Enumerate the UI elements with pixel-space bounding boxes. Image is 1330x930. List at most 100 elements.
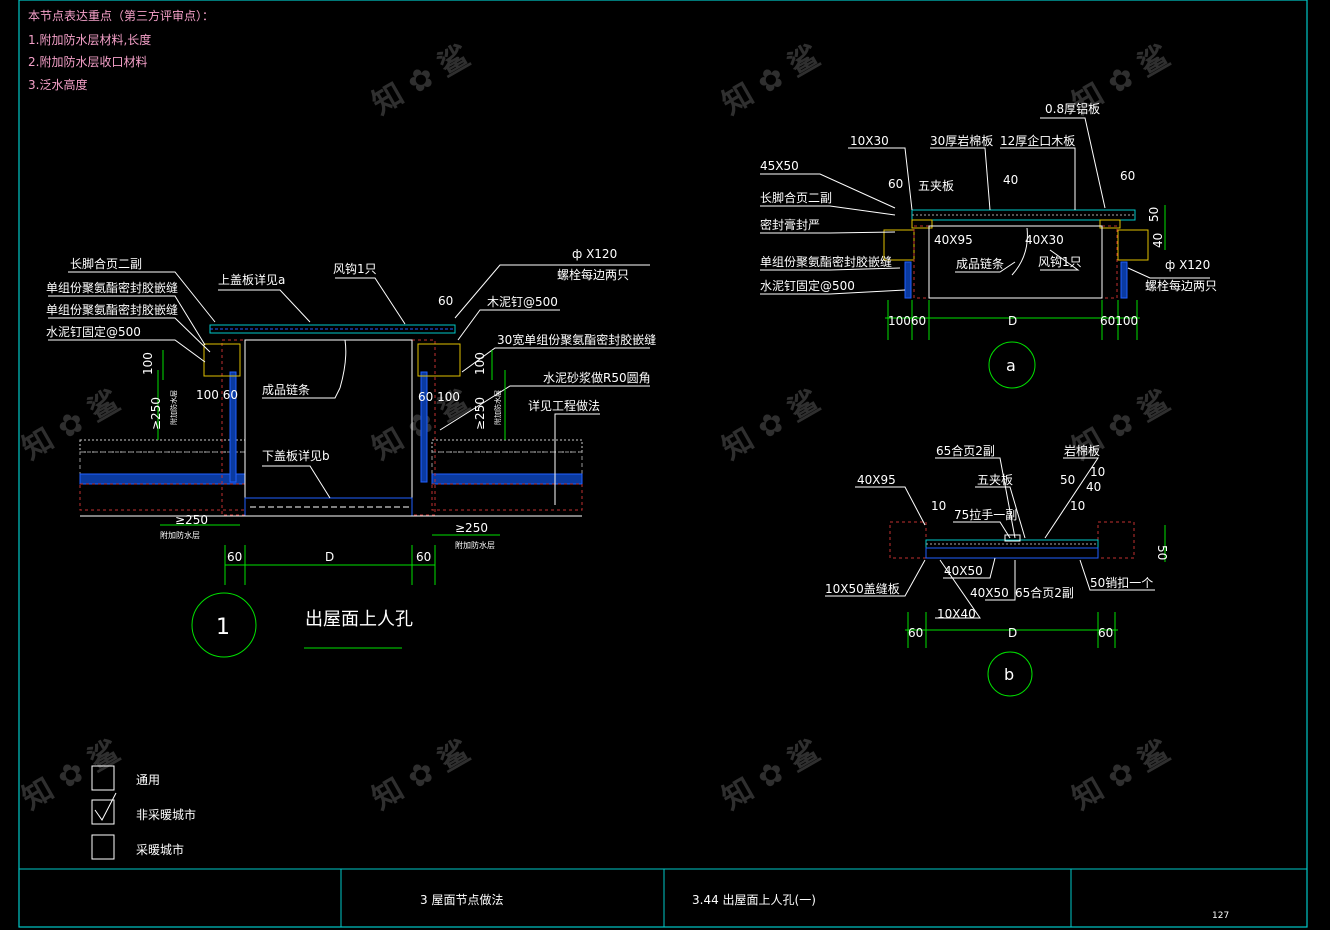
legend-checkbox-heating xyxy=(91,834,115,860)
svg-text:知 ✿ 鲨: 知 ✿ 鲨 xyxy=(17,384,126,467)
svg-text:≥250: ≥250 xyxy=(149,397,163,430)
svg-text:上盖板详见a: 上盖板详见a xyxy=(218,272,285,287)
svg-text:40: 40 xyxy=(1151,233,1165,248)
svg-text:50: 50 xyxy=(1155,545,1169,560)
svg-text:知 ✿ 鲨: 知 ✿ 鲨 xyxy=(1067,734,1176,817)
svg-text:附加防水层: 附加防水层 xyxy=(493,390,502,425)
svg-text:65合页2副: 65合页2副 xyxy=(936,443,995,458)
detail-b-circle: b xyxy=(1004,665,1014,684)
drawing-title: 3.44 出屋面上人孔(一) xyxy=(692,893,816,907)
detail-1-number: 1 xyxy=(216,615,230,640)
svg-text:ф X120: ф X120 xyxy=(1165,258,1210,272)
svg-text:50销扣一个: 50销扣一个 xyxy=(1090,576,1153,590)
svg-text:40X50: 40X50 xyxy=(944,564,983,578)
notes-item-3: 3.泛水高度 xyxy=(28,77,87,92)
svg-text:成品链条: 成品链条 xyxy=(956,256,1004,271)
svg-text:100: 100 xyxy=(473,352,487,375)
svg-text:木泥钉@500: 木泥钉@500 xyxy=(487,295,558,309)
legend-label-nonheating: 非采暖城市 xyxy=(136,807,196,822)
svg-text:60: 60 xyxy=(438,294,453,308)
detail-1-section xyxy=(48,264,650,658)
svg-text:岩棉板: 岩棉板 xyxy=(1064,443,1100,458)
svg-text:下盖板详见b: 下盖板详见b xyxy=(262,448,330,463)
svg-text:D: D xyxy=(325,550,334,564)
legend-label-heating: 采暖城市 xyxy=(136,842,184,857)
svg-text:单组份聚氨酯密封胶嵌缝: 单组份聚氨酯密封胶嵌缝 xyxy=(46,280,178,295)
legend: 通用 非采暖城市 采暖城市 xyxy=(91,765,196,860)
svg-text:10: 10 xyxy=(931,499,946,513)
svg-text:长脚合页二副: 长脚合页二副 xyxy=(760,190,832,205)
svg-text:单组份聚氨酯密封胶嵌缝: 单组份聚氨酯密封胶嵌缝 xyxy=(760,254,892,269)
svg-text:12厚企口木板: 12厚企口木板 xyxy=(1000,133,1075,148)
svg-text:65合页2副: 65合页2副 xyxy=(1015,585,1074,600)
detail-b-labels: 65合页2副 岩棉板 40X95 五夹板 50 10 40 10 10 75拉手… xyxy=(825,443,1169,684)
svg-text:40X95: 40X95 xyxy=(934,233,973,247)
detail-1-title: 出屋面上人孔 xyxy=(305,609,413,630)
svg-text:60: 60 xyxy=(888,177,903,191)
svg-text:≥250: ≥250 xyxy=(455,521,488,535)
svg-text:五夹板: 五夹板 xyxy=(977,473,1013,487)
svg-text:密封膏封严: 密封膏封严 xyxy=(760,217,820,232)
svg-text:D: D xyxy=(1008,314,1017,328)
svg-text:附加防水层: 附加防水层 xyxy=(160,530,200,540)
svg-text:60: 60 xyxy=(227,550,242,564)
svg-text:知 ✿ 鲨: 知 ✿ 鲨 xyxy=(367,734,476,817)
checkmark-icon xyxy=(94,792,117,821)
svg-text:10060: 10060 xyxy=(888,314,926,328)
svg-text:50: 50 xyxy=(1060,473,1075,487)
notes-item-1: 1.附加防水层材料,长度 xyxy=(28,32,151,47)
svg-text:10X30: 10X30 xyxy=(850,134,889,148)
svg-text:知 ✿ 鲨: 知 ✿ 鲨 xyxy=(17,734,126,817)
svg-text:知 ✿ 鲨: 知 ✿ 鲨 xyxy=(717,384,826,467)
svg-text:ф X120: ф X120 xyxy=(572,247,617,261)
svg-text:D: D xyxy=(1008,626,1017,640)
svg-text:0.8厚铝板: 0.8厚铝板 xyxy=(1045,101,1100,116)
svg-text:10X40: 10X40 xyxy=(937,607,976,621)
svg-text:附加防水层: 附加防水层 xyxy=(169,390,178,425)
svg-text:详见工程做法: 详见工程做法 xyxy=(528,398,600,413)
detail-b-section xyxy=(825,457,1166,697)
svg-text:成品链条: 成品链条 xyxy=(262,382,310,397)
svg-text:40: 40 xyxy=(1003,173,1018,187)
svg-text:螺栓每边两只: 螺栓每边两只 xyxy=(1145,278,1217,293)
svg-text:知 ✿ 鲨: 知 ✿ 鲨 xyxy=(717,39,826,122)
legend-checkbox-nonheating xyxy=(91,799,115,825)
svg-text:单组份聚氨酯密封胶嵌缝: 单组份聚氨酯密封胶嵌缝 xyxy=(46,302,178,317)
detail-1-labels: 长脚合页二副 单组份聚氨酯密封胶嵌缝 单组份聚氨酯密封胶嵌缝 水泥钉固定@500… xyxy=(46,247,656,640)
svg-text:≥250: ≥250 xyxy=(473,397,487,430)
svg-text:45X50: 45X50 xyxy=(760,159,799,173)
review-notes: 本节点表达重点（第三方评审点）： 1.附加防水层材料,长度 2.附加防水层收口材… xyxy=(28,8,214,92)
svg-text:40: 40 xyxy=(1086,480,1101,494)
svg-text:知 ✿ 鲨: 知 ✿ 鲨 xyxy=(367,39,476,122)
svg-text:≥250: ≥250 xyxy=(175,513,208,527)
svg-text:60100: 60100 xyxy=(1100,314,1138,328)
svg-text:30厚岩棉板: 30厚岩棉板 xyxy=(930,133,993,148)
svg-text:60: 60 xyxy=(416,550,431,564)
legend-label-general: 通用 xyxy=(136,773,160,787)
svg-text:水泥砂浆做R50圆角: 水泥砂浆做R50圆角 xyxy=(543,370,651,385)
svg-text:40X30: 40X30 xyxy=(1025,233,1064,247)
legend-checkbox-general xyxy=(91,765,115,791)
svg-text:知 ✿ 鲨: 知 ✿ 鲨 xyxy=(717,734,826,817)
svg-text:10X50盖缝板: 10X50盖缝板 xyxy=(825,581,900,596)
watermarks: 知 ✿ 鲨 知 ✿ 鲨 知 ✿ 鲨 知 ✿ 鲨 知 ✿ 鲨 知 ✿ 鲨 知 ✿ … xyxy=(17,39,1176,817)
svg-text:30宽单组份聚氨酯密封胶嵌缝: 30宽单组份聚氨酯密封胶嵌缝 xyxy=(497,332,656,347)
detail-a-circle: a xyxy=(1006,356,1016,375)
svg-text:60: 60 xyxy=(908,626,923,640)
drawing-frame xyxy=(18,0,1308,928)
notes-title: 本节点表达重点（第三方评审点）： xyxy=(28,8,214,23)
notes-item-2: 2.附加防水层收口材料 xyxy=(28,54,147,69)
svg-text:75拉手一副: 75拉手一副 xyxy=(954,507,1017,522)
svg-text:60 100: 60 100 xyxy=(418,390,460,404)
svg-text:10: 10 xyxy=(1090,465,1105,479)
svg-text:100 60: 100 60 xyxy=(196,388,238,402)
svg-text:五夹板: 五夹板 xyxy=(918,179,954,193)
svg-text:100: 100 xyxy=(141,352,155,375)
section-title: 3 屋面节点做法 xyxy=(420,892,503,907)
svg-text:40X50: 40X50 xyxy=(970,586,1009,600)
svg-text:长脚合页二副: 长脚合页二副 xyxy=(70,256,142,271)
svg-text:螺栓每边两只: 螺栓每边两只 xyxy=(557,267,629,282)
detail-a-section xyxy=(760,117,1210,389)
svg-text:50: 50 xyxy=(1147,207,1161,222)
